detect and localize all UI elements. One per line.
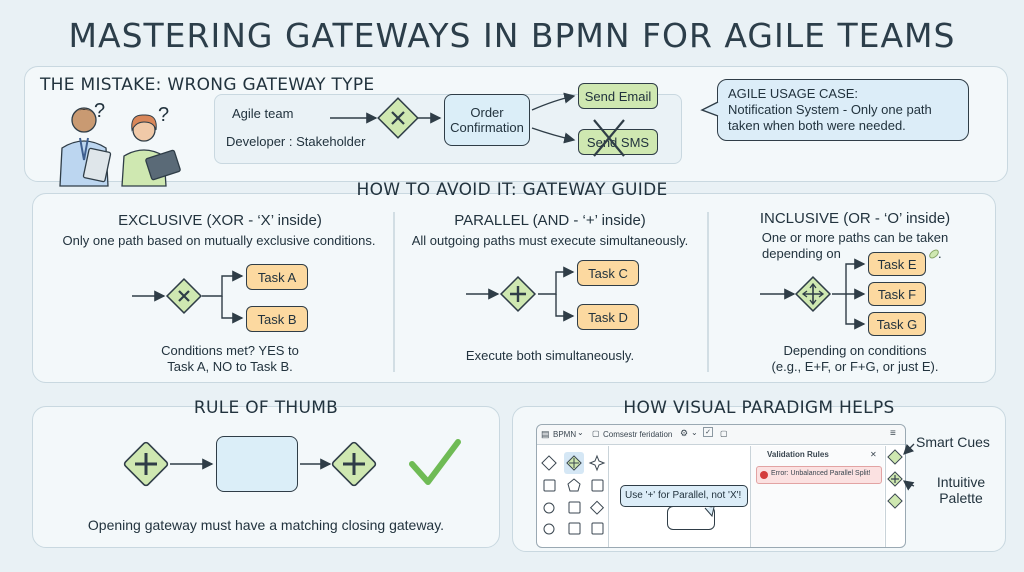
inclusive-note-2: (e.g., E+F, or F+G, or just E).: [771, 359, 939, 374]
rule-heading: RULE OF THUMB: [193, 398, 339, 418]
agile-use-case-bubble: AGILE USAGE CASE: Notification System - …: [717, 79, 969, 141]
vp-toolbar-check-icon[interactable]: ✓: [703, 427, 713, 437]
vp-shape-palette: [537, 446, 609, 547]
vp-heading: HOW VISUAL PARADIGM HELPS: [623, 398, 895, 418]
order-confirmation-task: Order Confirmation: [444, 94, 530, 146]
question-mark-1: ?: [94, 100, 106, 122]
task-c: Task C: [577, 260, 639, 286]
exclusive-note-2: Task A, NO to Task B.: [167, 359, 293, 374]
vp-validation-title: Validation Rules: [767, 450, 829, 459]
agile-team-label: Agile team: [232, 106, 294, 121]
parallel-title: PARALLEL (AND - ‘+’ inside): [454, 212, 646, 229]
palette-label: Palette: [939, 490, 983, 506]
vp-validation-close-icon[interactable]: ✕: [870, 450, 877, 459]
use-case-line3: taken when both were needed.: [728, 118, 906, 133]
question-mark-2: ?: [158, 104, 170, 126]
task-a: Task A: [246, 264, 308, 290]
task-f: Task F: [868, 282, 926, 306]
vp-toolbar-text: Comsestr feridation: [603, 430, 673, 439]
smart-cues-label: Smart Cues: [916, 434, 990, 450]
vp-tip-text: Use '+' for Parallel, not 'X'!: [625, 490, 742, 501]
task-g: Task G: [868, 312, 926, 336]
exclusive-title: EXCLUSIVE (XOR - ‘X’ inside): [118, 212, 322, 229]
vp-toolbar-settings-icon[interactable]: ⚙: [680, 428, 689, 438]
inclusive-title: INCLUSIVE (OR - ‘O’ inside): [759, 210, 951, 227]
parallel-desc: All outgoing paths must execute simultan…: [411, 233, 689, 248]
vp-smart-cue-strip: [885, 446, 905, 547]
vp-tip-bubble: [620, 485, 748, 507]
order-confirmation-line2: Confirmation: [450, 120, 524, 135]
vp-toolbar-more-icon[interactable]: ▢: [720, 429, 728, 438]
guide-heading: HOW TO AVOID IT: GATEWAY GUIDE: [356, 180, 668, 200]
page-title: MASTERING GATEWAYS IN BPMN FOR AGILE TEA…: [68, 16, 956, 55]
use-case-line2: Notification System - Only one path: [728, 102, 932, 117]
send-sms-task: Send SMS: [578, 129, 658, 155]
vp-toolbar-hamburger-icon[interactable]: ≡: [890, 428, 896, 439]
inclusive-desc-2: depending on: [762, 246, 841, 261]
intuitive-label: Intuitive: [936, 474, 986, 490]
dev-stakeholder-label: Developer : Stakeholder: [226, 134, 366, 149]
task-b: Task B: [246, 306, 308, 332]
vp-toolbar-chevron-icon[interactable]: ⌄: [577, 428, 584, 437]
agile-team-illustration: [59, 107, 181, 187]
rule-note: Opening gateway must have a matching clo…: [87, 517, 445, 533]
order-confirmation-line1: Order: [470, 105, 504, 120]
vp-toolbar-dropdown-icon[interactable]: ⌄: [691, 428, 698, 437]
inclusive-desc-3: .: [938, 246, 942, 261]
vp-toolbar: [537, 425, 905, 445]
vp-error-text: Error: Unbalanced Parallel Split!: [771, 470, 871, 477]
vp-validation-panel: [750, 446, 884, 547]
mistake-heading: THE MISTAKE: WRONG GATEWAY TYPE: [40, 75, 375, 95]
inclusive-note-1: Depending on conditions: [783, 343, 927, 358]
use-case-line1: AGILE USAGE CASE:: [728, 86, 859, 101]
vp-toolbar-doc-icon[interactable]: ▢: [592, 429, 600, 438]
vp-palette-highlight: [564, 452, 584, 474]
task-d: Task D: [577, 304, 639, 330]
task-e: Task E: [868, 252, 926, 276]
parallel-note: Execute both simultaneously.: [465, 348, 635, 363]
rule-task-box: [216, 436, 298, 492]
vp-toolbar-menu-icon[interactable]: ▤: [541, 429, 550, 439]
vp-canvas-task-shape[interactable]: [667, 506, 715, 530]
inclusive-desc-1: One or more paths can be taken: [761, 230, 949, 245]
vp-toolbar-bpmn[interactable]: BPMN: [553, 430, 577, 439]
exclusive-desc: Only one path based on mutually exclusiv…: [62, 233, 376, 248]
exclusive-note-1: Conditions met? YES to: [161, 343, 299, 358]
vp-error-item[interactable]: [756, 466, 882, 484]
vp-error-icon: [760, 471, 768, 479]
send-email-task: Send Email: [578, 83, 658, 109]
